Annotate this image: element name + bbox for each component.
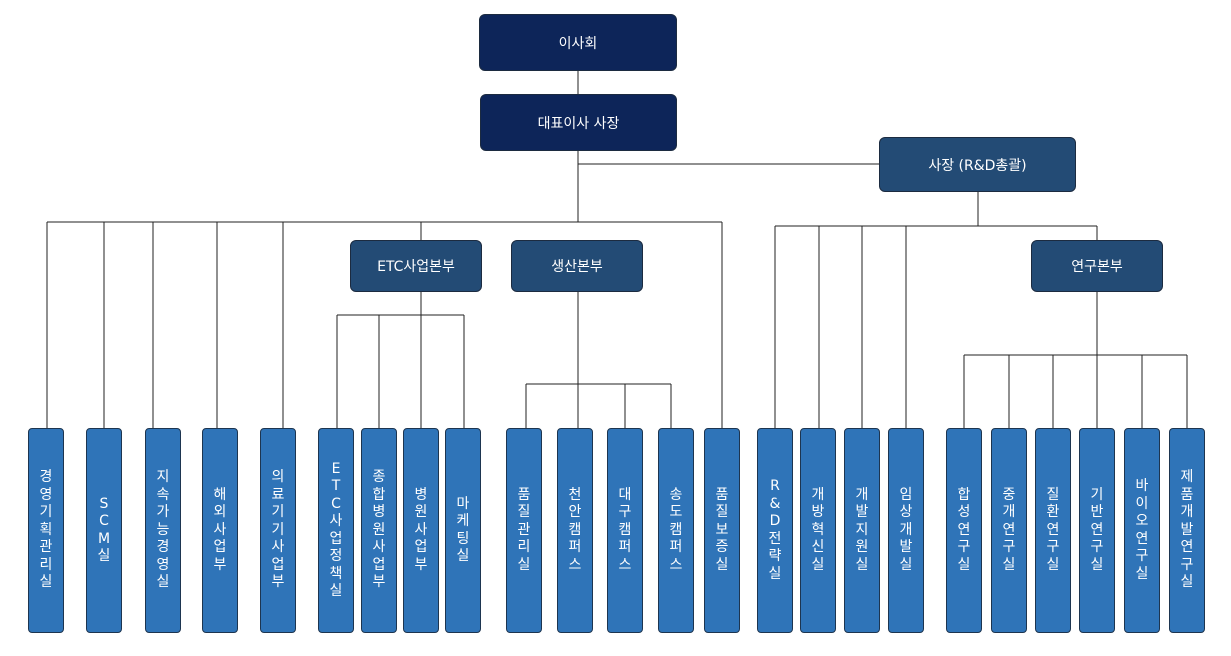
unit-node: E T C 사 업 정 책 실 <box>318 428 354 633</box>
unit-label: 천 안 캠 퍼 스 <box>568 486 582 573</box>
unit-label: 해 외 사 업 부 <box>213 486 227 573</box>
unit-node: S C M 실 <box>86 428 122 633</box>
unit-label: R & D 전 략 실 <box>768 478 782 582</box>
unit-label: 개 방 혁 신 실 <box>811 486 825 573</box>
unit-node: 천 안 캠 퍼 스 <box>557 428 593 633</box>
unit-node: 개 방 혁 신 실 <box>800 428 836 633</box>
production-hq-label: 생산본부 <box>551 259 603 275</box>
unit-node: 제 품 개 발 연 구 실 <box>1169 428 1205 633</box>
unit-node: 품 질 관 리 실 <box>506 428 542 633</box>
research-hq-node: 연구본부 <box>1031 240 1163 292</box>
unit-label: 질 환 연 구 실 <box>1046 486 1060 573</box>
board-node: 이사회 <box>479 14 677 71</box>
unit-label: 지 속 가 능 경 영 실 <box>156 469 170 591</box>
unit-node: 경 영 기 획 관 리 실 <box>28 428 64 633</box>
research-hq-label: 연구본부 <box>1071 259 1123 275</box>
unit-label: 경 영 기 획 관 리 실 <box>39 469 53 591</box>
unit-node: 개 발 지 원 실 <box>844 428 880 633</box>
unit-node: 바 이 오 연 구 실 <box>1124 428 1160 633</box>
etc-hq-node: ETC사업본부 <box>350 240 482 292</box>
unit-label: 제 품 개 발 연 구 실 <box>1180 469 1194 591</box>
unit-node: 질 환 연 구 실 <box>1035 428 1071 633</box>
unit-node: 품 질 보 증 실 <box>704 428 740 633</box>
unit-label: 대 구 캠 퍼 스 <box>618 486 632 573</box>
unit-node: 중 개 연 구 실 <box>991 428 1027 633</box>
unit-node: 종 합 병 원 사 업 부 <box>361 428 397 633</box>
unit-node: R & D 전 략 실 <box>757 428 793 633</box>
production-hq-node: 생산본부 <box>511 240 643 292</box>
ceo-node: 대표이사 사장 <box>480 94 677 151</box>
unit-label: 종 합 병 원 사 업 부 <box>372 469 386 591</box>
unit-node: 의 료 기 기 사 업 부 <box>260 428 296 633</box>
unit-node: 지 속 가 능 경 영 실 <box>145 428 181 633</box>
unit-label: E T C 사 업 정 책 실 <box>329 460 343 600</box>
unit-node: 병 원 사 업 부 <box>403 428 439 633</box>
unit-label: 중 개 연 구 실 <box>1002 486 1016 573</box>
rnd-president-node: 사장 (R&D총괄) <box>879 137 1076 192</box>
unit-label: 병 원 사 업 부 <box>414 486 428 573</box>
unit-node: 마 케 팅 실 <box>445 428 481 633</box>
unit-label: 품 질 관 리 실 <box>517 486 531 573</box>
unit-label: 송 도 캠 퍼 스 <box>669 486 683 573</box>
unit-label: 합 성 연 구 실 <box>957 486 971 573</box>
unit-label: S C M 실 <box>97 495 111 565</box>
rnd-president-label: 사장 (R&D총괄) <box>928 157 1027 174</box>
unit-label: 의 료 기 기 사 업 부 <box>271 469 285 591</box>
board-label: 이사회 <box>558 35 598 52</box>
ceo-label: 대표이사 사장 <box>537 115 620 132</box>
unit-label: 마 케 팅 실 <box>456 495 470 565</box>
unit-label: 품 질 보 증 실 <box>715 486 729 573</box>
unit-label: 개 발 지 원 실 <box>855 486 869 573</box>
unit-node: 임 상 개 발 실 <box>888 428 924 633</box>
unit-label: 임 상 개 발 실 <box>899 486 913 573</box>
etc-hq-label: ETC사업본부 <box>377 259 455 275</box>
unit-node: 해 외 사 업 부 <box>202 428 238 633</box>
unit-node: 송 도 캠 퍼 스 <box>658 428 694 633</box>
unit-node: 합 성 연 구 실 <box>946 428 982 633</box>
unit-label: 바 이 오 연 구 실 <box>1135 478 1149 582</box>
unit-label: 기 반 연 구 실 <box>1090 486 1104 573</box>
unit-node: 대 구 캠 퍼 스 <box>607 428 643 633</box>
unit-node: 기 반 연 구 실 <box>1079 428 1115 633</box>
